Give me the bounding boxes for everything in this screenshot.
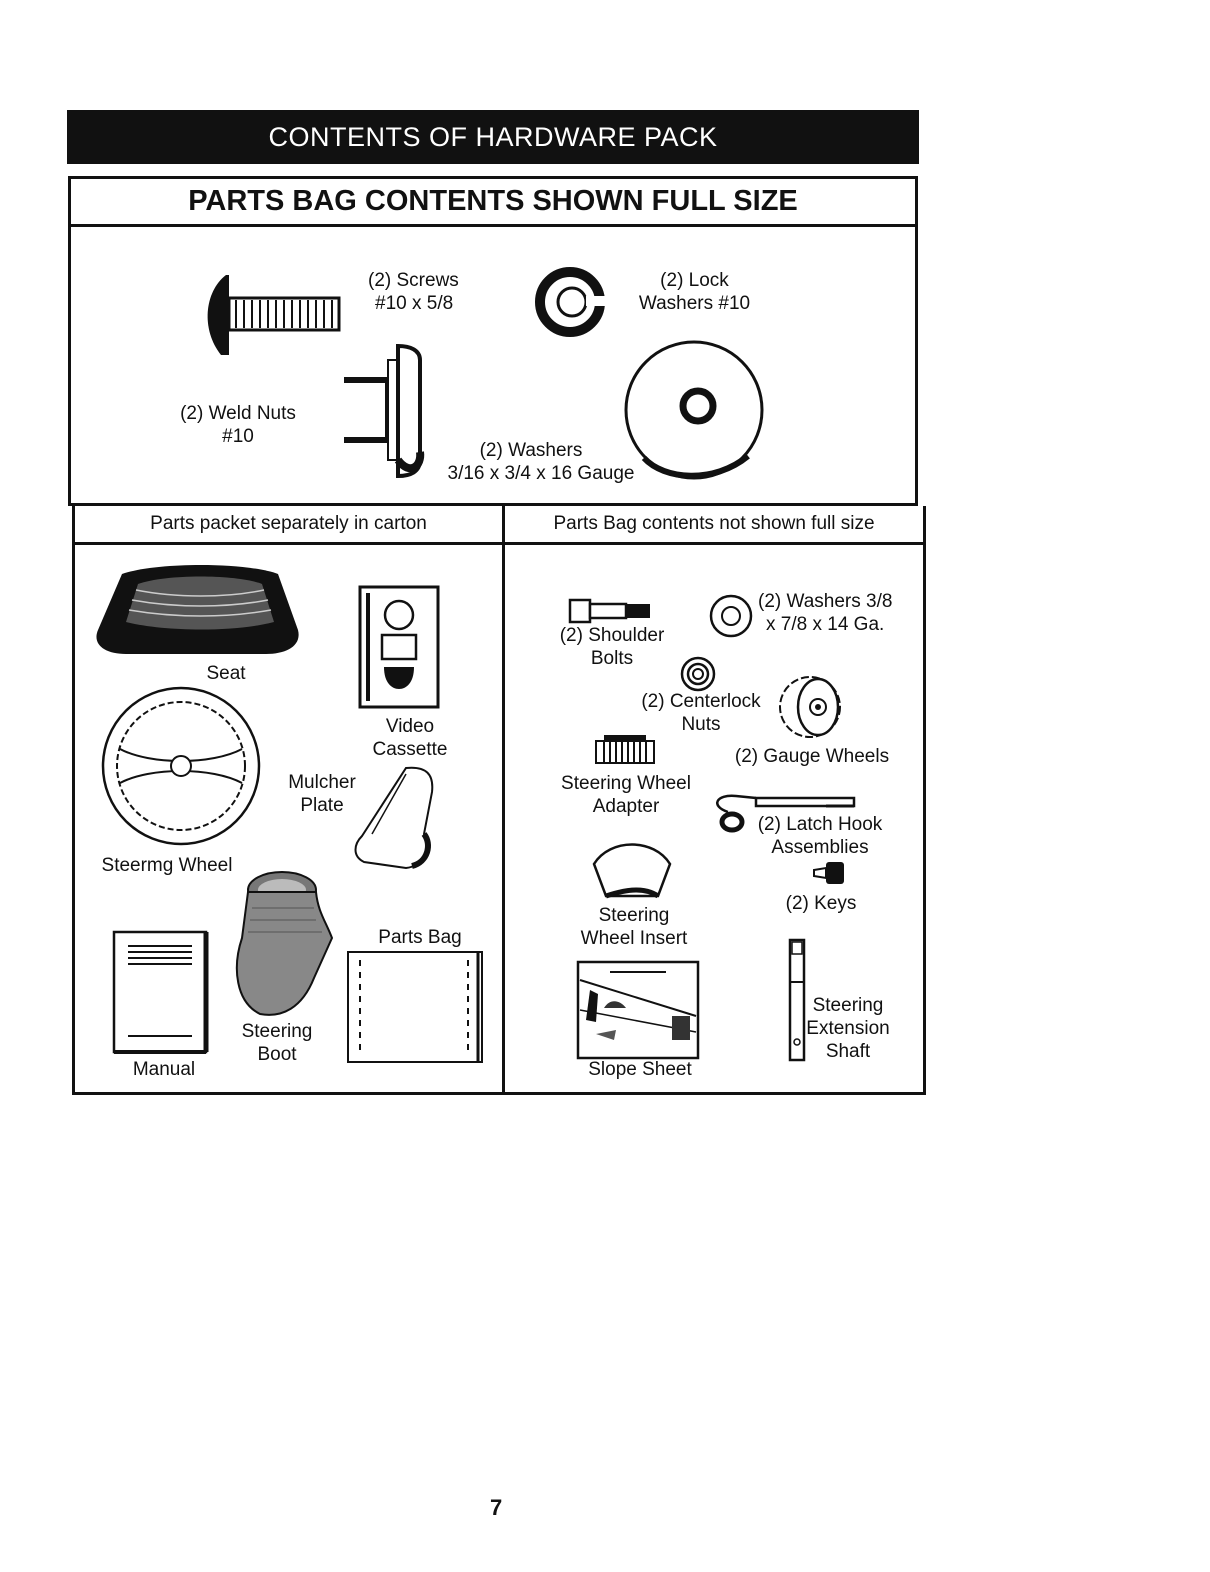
flat-washer-icon bbox=[624, 340, 764, 480]
mulcher-plate-label: Mulcher Plate bbox=[288, 772, 356, 816]
full-size-box-title: PARTS BAG CONTENTS SHOWN FULL SIZE bbox=[71, 179, 915, 227]
weld-nuts-label: (2) Weld Nuts #10 bbox=[180, 403, 296, 447]
steering-boot-icon bbox=[235, 871, 334, 1016]
lock-washer-icon bbox=[535, 267, 606, 337]
shoulder-bolt-icon bbox=[568, 598, 650, 624]
lower-panels: Parts packet separately in carton Parts … bbox=[72, 506, 926, 1095]
banner-title: CONTENTS OF HARDWARE PACK bbox=[268, 121, 718, 152]
steering-wheel-label: Steermg Wheel bbox=[101, 855, 233, 876]
gauge-wheels-label: (2) Gauge Wheels bbox=[734, 746, 890, 767]
centerlock-nuts-label: (2) Centerlock Nuts bbox=[641, 691, 761, 735]
steering-wheel-icon bbox=[101, 686, 261, 846]
shoulder-bolts-label: (2) Shoulder Bolts bbox=[559, 625, 665, 669]
gauge-wheel-icon bbox=[779, 676, 841, 738]
slope-sheet-label: Slope Sheet bbox=[588, 1059, 692, 1080]
column-divider bbox=[502, 506, 505, 1092]
latch-hook-icon bbox=[716, 794, 856, 833]
washers-label: (2) Washers 3/16 x 3/4 x 16 Gauge bbox=[447, 440, 635, 484]
screws-label: (2) Screws #10 x 5/8 bbox=[368, 270, 459, 314]
manual-icon bbox=[112, 930, 209, 1054]
left-panel-title: Parts packet separately in carton bbox=[150, 513, 427, 534]
washers-small-label: (2) Washers 3/8 x 7/8 x 14 Ga. bbox=[758, 591, 893, 635]
steering-wheel-adapter-label: Steering Wheel Adapter bbox=[561, 773, 691, 817]
manual-label: Manual bbox=[132, 1059, 196, 1080]
page-number: 7 bbox=[490, 1495, 503, 1520]
keys-label: (2) Keys bbox=[785, 893, 857, 914]
seat-icon bbox=[96, 565, 299, 654]
steering-extension-shaft-icon bbox=[788, 938, 806, 1062]
seat-label: Seat bbox=[206, 663, 246, 684]
steering-wheel-insert-icon bbox=[592, 843, 672, 899]
screw-icon bbox=[207, 275, 341, 355]
parts-bag-icon bbox=[347, 951, 483, 1063]
mulcher-plate-icon bbox=[354, 766, 434, 870]
steering-boot-label: Steering Boot bbox=[241, 1021, 313, 1065]
steering-wheel-insert-label: Steering Wheel Insert bbox=[580, 905, 688, 949]
slope-sheet-icon bbox=[576, 960, 700, 1060]
full-size-parts-box: PARTS BAG CONTENTS SHOWN FULL SIZE bbox=[68, 176, 918, 506]
latch-hook-label: (2) Latch Hook Assemblies bbox=[757, 814, 883, 858]
video-cassette-icon bbox=[358, 585, 440, 709]
right-panel-title: Parts Bag contents not shown full size bbox=[553, 513, 875, 534]
section-banner: CONTENTS OF HARDWARE PACK bbox=[67, 110, 919, 164]
steering-extension-shaft-label: Steering Extension Shaft bbox=[806, 995, 890, 1062]
weld-nut-icon bbox=[344, 343, 425, 479]
parts-bag-label: Parts Bag bbox=[378, 927, 462, 948]
centerlock-nut-icon bbox=[680, 656, 716, 692]
header-divider bbox=[75, 542, 923, 545]
lock-washers-label: (2) Lock Washers #10 bbox=[638, 270, 751, 314]
key-icon bbox=[813, 862, 844, 884]
washer-small-icon bbox=[709, 594, 753, 638]
steering-wheel-adapter-icon bbox=[595, 735, 655, 764]
video-cassette-label: Video Cassette bbox=[372, 716, 448, 760]
